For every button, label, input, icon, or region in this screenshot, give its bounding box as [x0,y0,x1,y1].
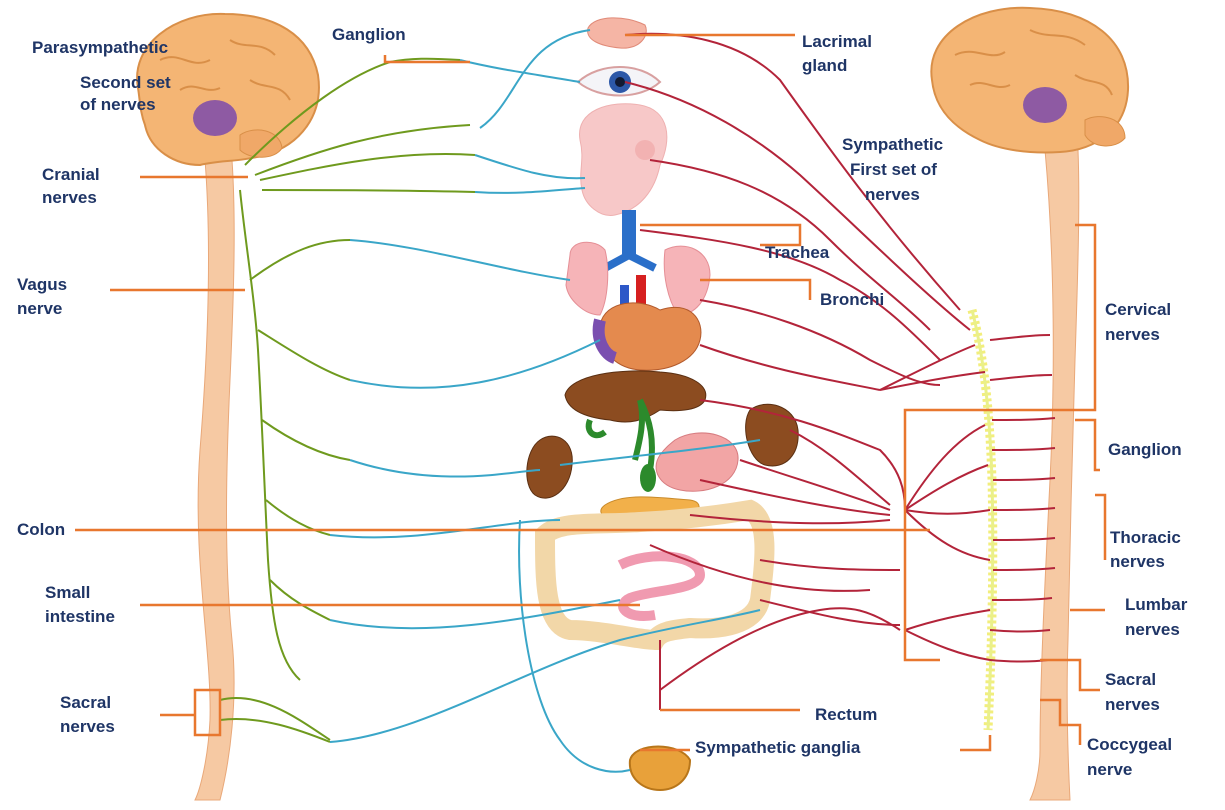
label-trachea: Trachea [765,243,830,262]
small-intestine-icon [620,556,700,616]
label-rectum: Rectum [815,705,877,724]
label-vagus-2: nerve [17,299,62,318]
label-lumbar-2: nerves [1125,620,1180,639]
label-second-set: Second set [80,73,171,92]
label-lacrimal: Lacrimal [802,32,872,51]
label-coccygeal-2: nerve [1087,760,1132,779]
lacrimal-gland-icon [588,18,647,48]
label-lumbar: Lumbar [1125,595,1188,614]
left-brain-spine [137,14,319,800]
left-brain-inner [193,100,237,136]
left-spinal-cord [195,160,234,800]
label-cranial: Cranial [42,165,100,184]
kidney-left-icon [527,436,573,498]
label-parasympathetic: Parasympathetic [32,38,168,57]
label-cervical-2: nerves [1105,325,1160,344]
right-brain-spine [931,8,1128,800]
label-sacral-left-2: nerves [60,717,115,736]
label-ganglion-top: Ganglion [332,25,406,44]
right-brain-inner [1023,87,1067,123]
label-sacral-right-2: nerves [1105,695,1160,714]
bladder-icon [630,747,690,791]
label-second-set-2: of nerves [80,95,156,114]
label-cervical: Cervical [1105,300,1171,319]
eye-icon [578,67,660,96]
label-sacral-left: Sacral [60,693,111,712]
label-vagus: Vagus [17,275,67,294]
label-sacral-right: Sacral [1105,670,1156,689]
label-coccygeal: Coccygeal [1087,735,1172,754]
label-bronchi: Bronchi [820,290,884,309]
label-sympathetic: Sympathetic [842,135,943,154]
stomach-icon [656,433,738,491]
label-cranial-2: nerves [42,188,97,207]
label-sympathetic-3: nerves [865,185,920,204]
trachea-icon [605,210,655,268]
label-thoracic: Thoracic [1110,528,1181,547]
organs [527,18,798,790]
label-colon: Colon [17,520,65,539]
label-ganglion-right: Ganglion [1108,440,1182,459]
label-sympathetic-ganglia: Sympathetic ganglia [695,738,861,757]
label-lacrimal-2: gland [802,56,847,75]
right-spinal-cord [1030,150,1079,800]
label-small-intestine-2: intestine [45,607,115,626]
label-thoracic-2: nerves [1110,552,1165,571]
label-small-intestine: Small [45,583,90,602]
gallbladder-icon [640,464,656,492]
label-sympathetic-2: First set of [850,160,937,179]
parasympathetic-nerves [220,59,475,742]
